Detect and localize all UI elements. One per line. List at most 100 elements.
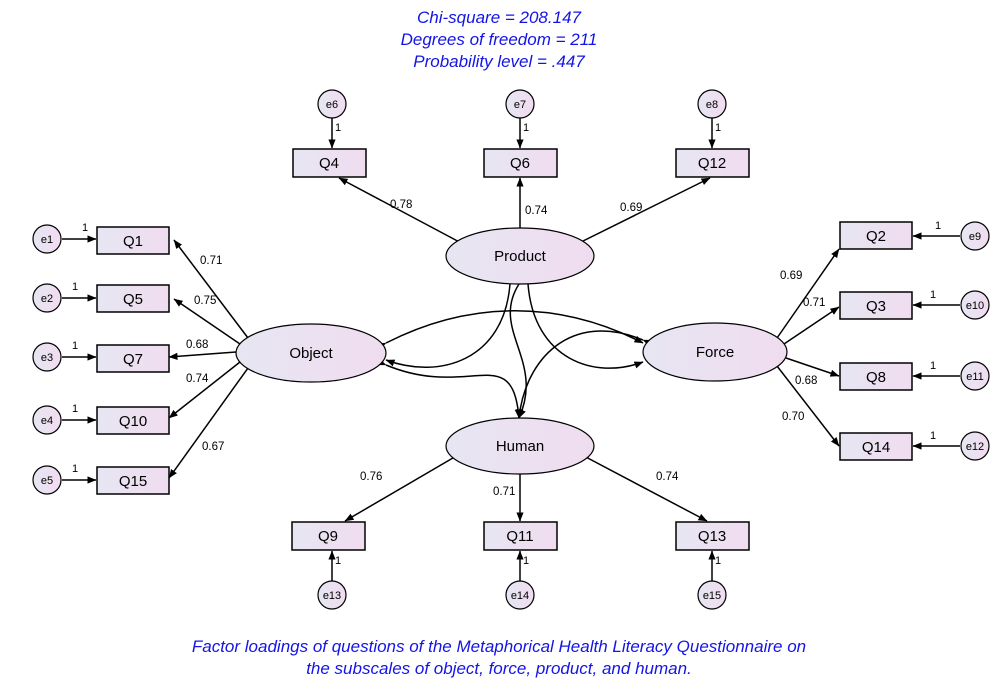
latent-object[interactable]: Object — [235, 323, 387, 383]
observed-q13[interactable]: Q13 — [675, 521, 750, 551]
weight-e10: 1 — [930, 289, 936, 301]
loading-object-q15: 0.67 — [202, 441, 224, 453]
loading-object-q1: 0.71 — [200, 255, 222, 267]
error-e8[interactable]: e8 — [697, 89, 727, 119]
weight-e3: 1 — [72, 340, 78, 352]
error-e9[interactable]: e9 — [960, 221, 990, 251]
latent-product-label: Product — [494, 248, 547, 265]
covariance-force-human — [516, 330, 653, 419]
loading-labels: 0.71 0.75 0.68 0.74 0.67 0.78 0.74 0.69 … — [186, 199, 825, 498]
loading-force-q2: 0.69 — [780, 270, 802, 282]
observed-q4[interactable]: Q4 — [292, 148, 367, 178]
latent-product[interactable]: Product — [445, 227, 595, 285]
loading-human-q9: 0.76 — [360, 471, 382, 483]
loading-human-q13: 0.74 — [656, 471, 679, 483]
error-e4[interactable]: e4 — [32, 405, 62, 435]
weight-e5: 1 — [72, 463, 78, 475]
path-product-q4 — [338, 177, 466, 246]
observed-q5-label: Q5 — [123, 291, 143, 308]
loading-human-q11: 0.71 — [493, 486, 515, 498]
error-terms: e1 e2 e3 e4 e5 e6 e7 e8 e9 e10 e11 e12 e… — [32, 89, 990, 610]
error-e5[interactable]: e5 — [32, 465, 62, 495]
weight-e14: 1 — [523, 555, 529, 567]
weight-e12: 1 — [930, 430, 936, 442]
observed-q8[interactable]: Q8 — [839, 362, 913, 391]
error-e11[interactable]: e11 — [960, 361, 990, 391]
error-e4-label: e4 — [41, 415, 53, 427]
path-force-q8 — [785, 357, 840, 377]
observed-q15-label: Q15 — [119, 473, 147, 490]
path-object-q1 — [173, 239, 249, 339]
latent-variables: Object Product Force Human — [235, 227, 788, 475]
observed-q5[interactable]: Q5 — [96, 284, 170, 313]
observed-q12[interactable]: Q12 — [675, 148, 750, 178]
observed-q14[interactable]: Q14 — [839, 432, 913, 461]
probability-level-text: Probability level = .447 — [413, 52, 585, 71]
loading-object-q5: 0.75 — [194, 295, 216, 307]
covariance-product-object — [385, 275, 515, 368]
latent-force[interactable]: Force — [642, 322, 788, 382]
weight-e8: 1 — [715, 122, 721, 134]
weight-e6: 1 — [335, 122, 341, 134]
observed-q15[interactable]: Q15 — [96, 466, 170, 495]
path-object-q10 — [168, 361, 241, 419]
loading-object-q10: 0.74 — [186, 373, 209, 385]
observed-q9-label: Q9 — [318, 528, 338, 545]
error-e6-label: e6 — [326, 99, 338, 111]
error-e6[interactable]: e6 — [317, 89, 347, 119]
error-e7-label: e7 — [514, 99, 526, 111]
error-e7[interactable]: e7 — [505, 89, 535, 119]
error-e1[interactable]: e1 — [32, 224, 62, 254]
weight-e9: 1 — [935, 220, 941, 232]
error-e14[interactable]: e14 — [505, 580, 535, 610]
covariance-product-human — [509, 274, 527, 419]
observed-q3[interactable]: Q3 — [839, 291, 913, 320]
degrees-of-freedom-text: Degrees of freedom = 211 — [400, 30, 598, 49]
latent-human-label: Human — [496, 438, 544, 455]
path-object-q7 — [168, 351, 237, 360]
observed-q7-label: Q7 — [123, 351, 143, 368]
path-product-q12 — [574, 177, 711, 246]
weight-e2: 1 — [72, 281, 78, 293]
error-e10[interactable]: e10 — [960, 290, 990, 320]
weight-e11: 1 — [930, 360, 936, 372]
observed-q11[interactable]: Q11 — [483, 521, 558, 551]
observed-q7[interactable]: Q7 — [96, 344, 170, 373]
path-human-q9 — [344, 454, 459, 522]
error-e1-label: e1 — [41, 234, 53, 246]
covariance-paths — [376, 274, 653, 419]
error-e11-label: e11 — [966, 371, 984, 383]
path-force-q14 — [776, 365, 840, 447]
observed-q6[interactable]: Q6 — [483, 148, 558, 178]
latent-human[interactable]: Human — [445, 417, 595, 475]
error-e13-label: e13 — [323, 590, 341, 602]
observed-q2[interactable]: Q2 — [839, 221, 913, 250]
error-e10-label: e10 — [966, 300, 984, 312]
error-paths — [62, 118, 960, 581]
observed-q6-label: Q6 — [510, 155, 530, 172]
observed-q1[interactable]: Q1 — [96, 226, 170, 255]
observed-q11-label: Q11 — [506, 528, 533, 545]
error-e2-label: e2 — [41, 293, 53, 305]
error-e12[interactable]: e12 — [960, 431, 990, 461]
loading-product-q6: 0.74 — [525, 205, 548, 217]
observed-q8-label: Q8 — [866, 369, 886, 386]
weight-e7: 1 — [523, 122, 529, 134]
path-human-q13 — [581, 454, 708, 522]
covariance-object-human — [376, 358, 522, 419]
observed-q9[interactable]: Q9 — [291, 521, 366, 551]
loading-force-q3: 0.71 — [803, 297, 825, 309]
observed-q2-label: Q2 — [866, 228, 886, 245]
weight-e4: 1 — [72, 403, 78, 415]
observed-q10[interactable]: Q10 — [96, 406, 170, 435]
error-e14-label: e14 — [511, 590, 529, 602]
loading-product-q12: 0.69 — [620, 202, 642, 214]
error-e2[interactable]: e2 — [32, 283, 62, 313]
error-weight-labels: 1 1 1 1 1 1 1 1 1 1 1 1 1 1 1 — [72, 122, 941, 567]
error-e3[interactable]: e3 — [32, 342, 62, 372]
error-e13[interactable]: e13 — [317, 580, 347, 610]
loading-force-q8: 0.68 — [795, 375, 817, 387]
path-force-q3 — [783, 306, 840, 345]
error-e15[interactable]: e15 — [697, 580, 727, 610]
